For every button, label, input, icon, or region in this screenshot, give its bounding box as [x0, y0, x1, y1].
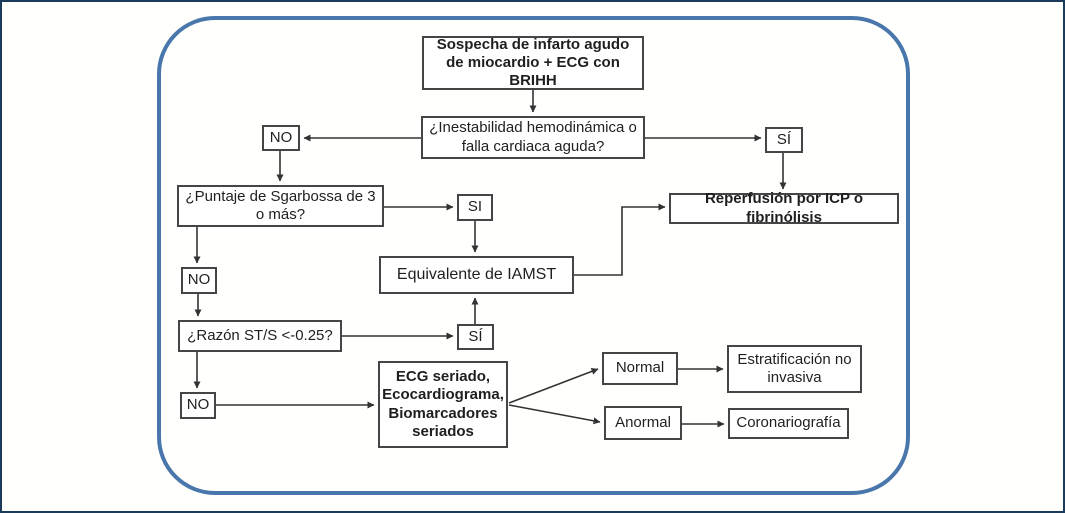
node-puntaje-sgarbossa: ¿Puntaje de Sgarbossa de 3 o más?: [177, 185, 384, 227]
rounded-frame-border: [157, 16, 910, 495]
node-razon-st-s: ¿Razón ST/S <-0.25?: [178, 320, 342, 352]
node-reperfusion-icp: Reperfusión por ICP o fibrinólisis: [669, 190, 899, 226]
node-equivalente-iamst: Equivalente de IAMST: [379, 256, 574, 294]
node-inestabilidad-hemodinamica: ¿Inestabilidad hemodinámica o falla card…: [421, 116, 645, 159]
node-no-sgarbossa: NO: [181, 267, 217, 294]
arrow-ecg-to-normal: [508, 368, 599, 404]
arrow-ecg-to-anormal: [508, 404, 601, 425]
node-coronariografia: Coronariografía: [728, 408, 849, 439]
node-ecg-seriado: ECG seriado, Ecocardiograma, Biomarcador…: [378, 361, 508, 448]
node-si-inestabilidad: SÍ: [765, 127, 803, 153]
node-si-razon: SÍ: [457, 324, 494, 350]
node-normal: Normal: [602, 352, 678, 385]
node-estratificacion-no-invasiva: Estratificación no invasiva: [727, 345, 862, 393]
node-sospecha-infarto: Sospecha de infarto agudo de miocardio +…: [422, 36, 644, 90]
node-si-sgarbossa: SI: [457, 194, 493, 221]
arrow-equivalente-to-reperfusion: [574, 203, 666, 276]
node-no-razon: NO: [180, 392, 216, 419]
node-no-inestabilidad: NO: [262, 125, 300, 151]
node-anormal: Anormal: [604, 406, 682, 440]
